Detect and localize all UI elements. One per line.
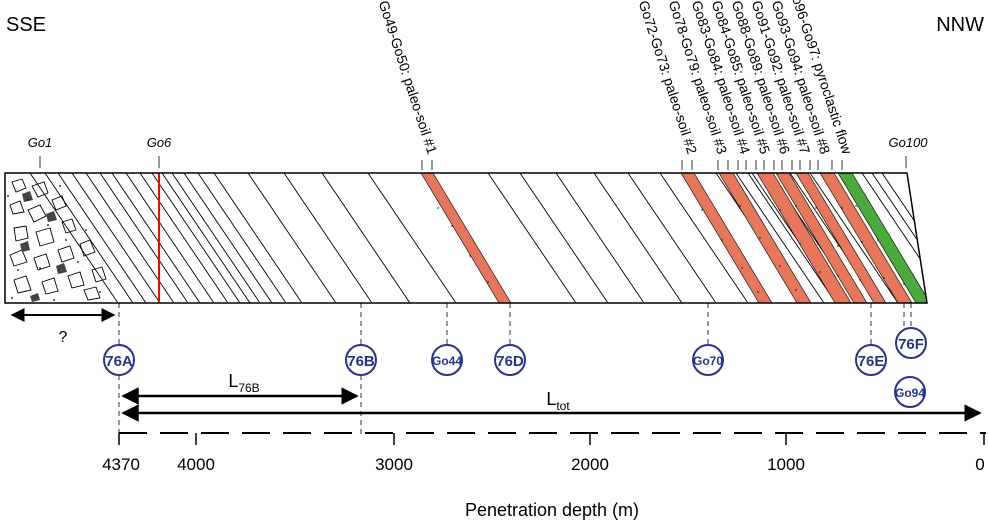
marker-leader-lines: [118, 303, 912, 438]
pyroclastic-band: [837, 173, 927, 303]
station-label-go44: Go44: [432, 354, 462, 368]
station-markers: 76A 76B Go44 76D Go70 76E 76F Go94: [103, 327, 927, 408]
station-marker-go70: Go70: [692, 344, 724, 376]
breccia-fragments: [9, 178, 107, 301]
annotation-labels: Go49-Go50: paleo-soil #1 Go72-Go73: pale…: [376, 0, 856, 157]
station-label-76e: 76E: [858, 353, 885, 370]
station-label-go70: Go70: [693, 354, 723, 368]
breccia-specks: [7, 185, 101, 301]
station-marker-76f: 76F: [895, 327, 927, 359]
paleosoil-band-3: [718, 173, 812, 303]
station-label-76b: 76B: [347, 353, 375, 370]
tick-label-0: 0: [975, 455, 984, 474]
l76b-label-main: L: [228, 371, 238, 391]
section-body: [5, 173, 927, 303]
sample-label-go1: Go1: [28, 135, 53, 150]
station-label-76f: 76F: [898, 336, 924, 353]
paleosoil-band-1: [420, 173, 512, 303]
paleosoil-band-2: [680, 173, 773, 303]
station-marker-76b: 76B: [345, 344, 377, 376]
band-stipple: [437, 205, 905, 293]
depth-axis-ticks: [118, 433, 985, 445]
section-outline: [4, 172, 928, 304]
paleosoil-band-5: [775, 173, 868, 303]
direction-left-label: SSE: [6, 14, 46, 36]
station-label-go94: Go94: [895, 386, 925, 400]
l76b-label: L76B: [228, 371, 259, 395]
breccia-hatched-clasts: [20, 191, 67, 302]
station-marker-go44: Go44: [431, 344, 463, 376]
unknown-extent-label: ?: [59, 329, 68, 346]
annotation-paleosoil-1: Go49-Go50: paleo-soil #1: [376, 0, 441, 156]
tick-label-1000: 1000: [767, 455, 805, 474]
direction-right-label: NNW: [936, 14, 984, 36]
paleosoil-band-4: [756, 173, 852, 303]
sample-tick-marks: [39, 156, 907, 168]
ltot-label-sub: tot: [556, 399, 570, 413]
paleosoil-band-7: [819, 173, 913, 303]
station-label-76a: 76A: [105, 353, 133, 370]
breccia-zone: [5, 173, 125, 303]
depth-axis-title: Penetration depth (m): [465, 500, 639, 520]
depth-axis-tick-labels: 4370 4000 3000 2000 1000 0: [102, 455, 985, 474]
ltot-label: Ltot: [546, 389, 570, 413]
sample-label-go100: Go100: [888, 135, 928, 150]
paleosoil-band-6: [795, 173, 887, 303]
tick-label-2000: 2000: [571, 455, 609, 474]
sample-label-go6: Go6: [147, 135, 172, 150]
l76b-label-sub: 76B: [238, 381, 259, 395]
station-label-76d: 76D: [496, 353, 524, 370]
station-marker-go94: Go94: [894, 376, 926, 408]
ltot-label-main: L: [546, 389, 556, 409]
tick-label-4000: 4000: [177, 455, 215, 474]
tick-label-3000: 3000: [375, 455, 413, 474]
paleosoil-bands: [420, 173, 927, 303]
annotation-leader-ticks: [421, 160, 843, 170]
station-marker-76d: 76D: [494, 344, 526, 376]
station-marker-76e: 76E: [855, 344, 887, 376]
station-marker-76a: 76A: [103, 344, 135, 376]
tick-label-4370: 4370: [102, 455, 140, 474]
